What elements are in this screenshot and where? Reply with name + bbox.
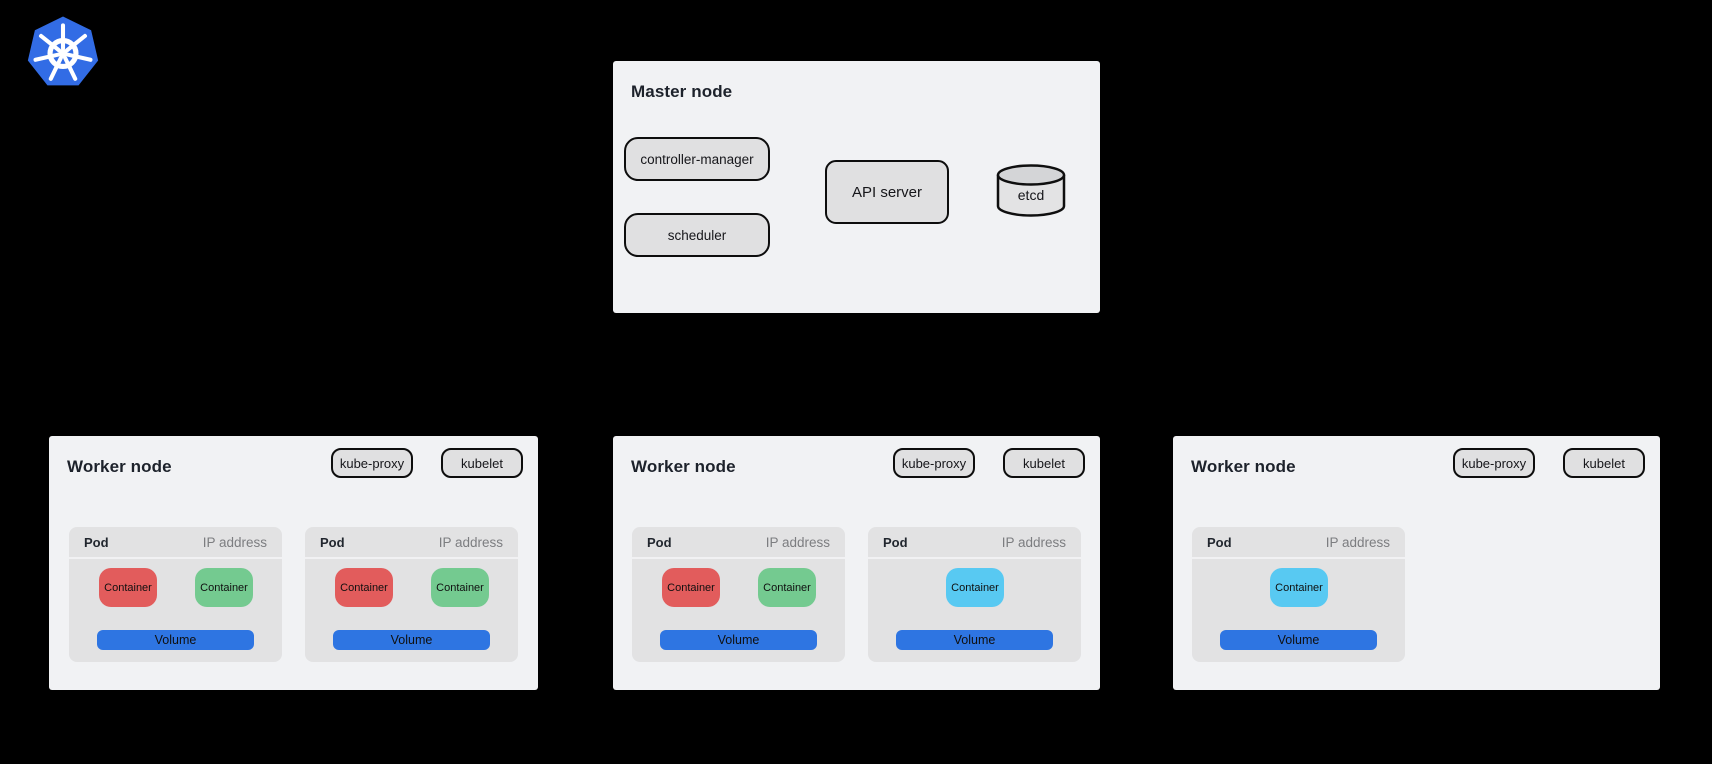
volume-bar: Volume — [896, 630, 1053, 650]
kubelet-button: kubelet — [1563, 448, 1645, 478]
ip-address-label: IP address — [1001, 534, 1066, 550]
api-server-box: API server — [825, 160, 949, 224]
container-chip: Container — [99, 568, 157, 607]
worker-node-title: Worker node — [631, 457, 736, 476]
scheduler-box: scheduler — [624, 213, 770, 257]
pod-header: Pod IP address — [868, 527, 1081, 559]
kube-proxy-button: kube-proxy — [1453, 448, 1535, 478]
pod: Pod IP address Container Volume — [1192, 527, 1405, 662]
master-node-title: Master node — [631, 82, 733, 101]
etcd-cylinder: etcd — [994, 161, 1068, 219]
container-chip: Container — [662, 568, 720, 607]
container-chip: Container — [335, 568, 393, 607]
worker-node-3: Worker node kube-proxy kubelet Pod IP ad… — [1173, 436, 1660, 690]
worker-node-1: Worker node kube-proxy kubelet Pod IP ad… — [49, 436, 538, 690]
worker-node-title: Worker node — [67, 457, 172, 476]
kubernetes-logo-icon — [26, 15, 100, 92]
worker-node-title: Worker node — [1191, 457, 1296, 476]
volume-bar: Volume — [333, 630, 490, 650]
container-chip: Container — [758, 568, 816, 607]
ip-address-label: IP address — [1325, 534, 1390, 550]
ip-address-label: IP address — [765, 534, 830, 550]
container-chip: Container — [195, 568, 253, 607]
pod-header: Pod IP address — [69, 527, 282, 559]
container-chip: Container — [946, 568, 1004, 607]
worker-node-2: Worker node kube-proxy kubelet Pod IP ad… — [613, 436, 1100, 690]
kube-proxy-button: kube-proxy — [331, 448, 413, 478]
pod: Pod IP address Container Container Volum… — [632, 527, 845, 662]
pod-label: Pod — [1207, 534, 1232, 550]
pod-label: Pod — [84, 534, 109, 550]
ip-address-label: IP address — [438, 534, 503, 550]
pod-label: Pod — [320, 534, 345, 550]
ip-address-label: IP address — [202, 534, 267, 550]
volume-bar: Volume — [1220, 630, 1377, 650]
pod-label: Pod — [883, 534, 908, 550]
container-chip: Container — [431, 568, 489, 607]
controller-manager-box: controller-manager — [624, 137, 770, 181]
pod-header: Pod IP address — [1192, 527, 1405, 559]
kubelet-button: kubelet — [441, 448, 523, 478]
pod-label: Pod — [647, 534, 672, 550]
pod-header: Pod IP address — [305, 527, 518, 559]
volume-bar: Volume — [660, 630, 817, 650]
pod: Pod IP address Container Container Volum… — [305, 527, 518, 662]
pod: Pod IP address Container Container Volum… — [69, 527, 282, 662]
etcd-label: etcd — [1017, 187, 1045, 203]
kubelet-button: kubelet — [1003, 448, 1085, 478]
volume-bar: Volume — [97, 630, 254, 650]
master-node: Master node controller-manager scheduler… — [613, 61, 1100, 313]
kube-proxy-button: kube-proxy — [893, 448, 975, 478]
pod: Pod IP address Container Volume — [868, 527, 1081, 662]
container-chip: Container — [1270, 568, 1328, 607]
pod-header: Pod IP address — [632, 527, 845, 559]
